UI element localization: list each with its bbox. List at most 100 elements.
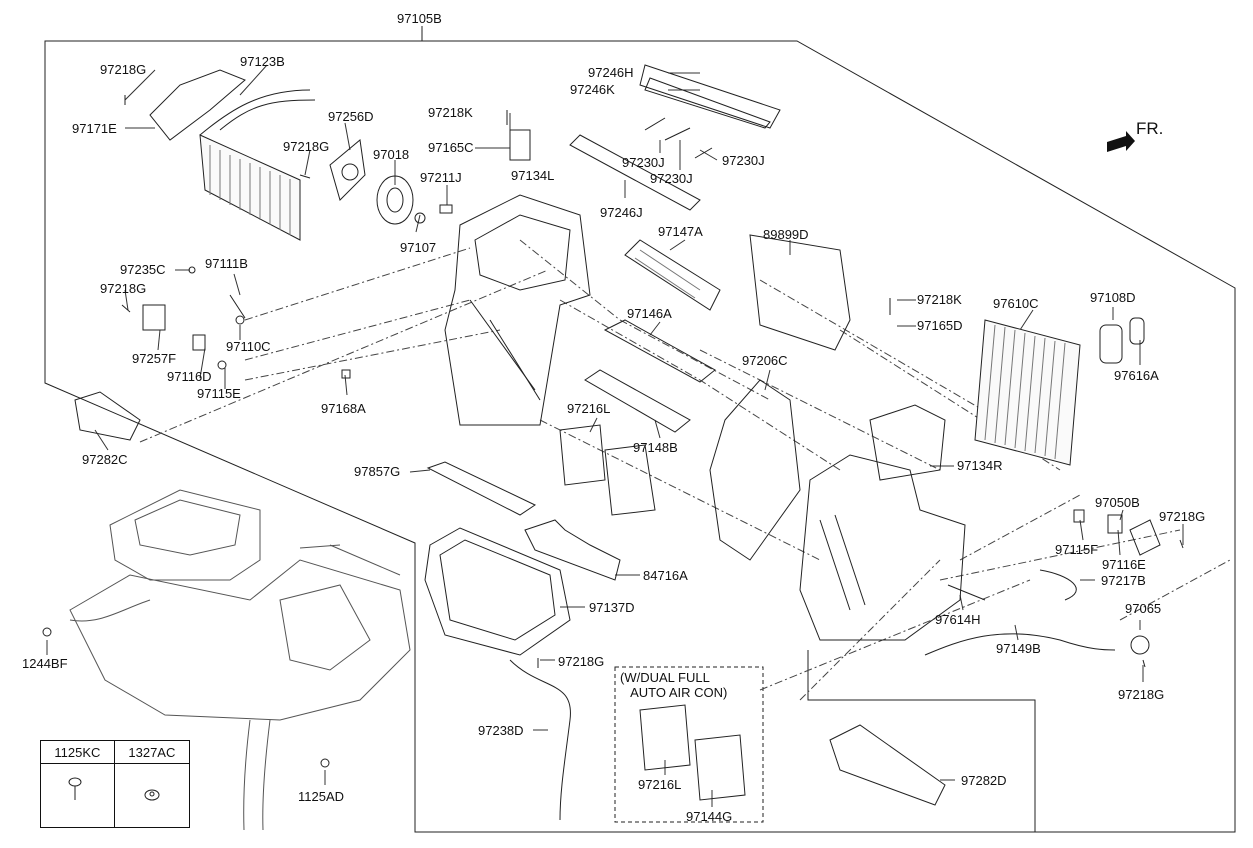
bolt-cell (40, 763, 115, 828)
part-label: 97146A (627, 306, 672, 321)
part-label: 97246H (588, 65, 634, 80)
door-shape-97147A (624, 239, 721, 311)
part-label: 97256D (328, 109, 374, 124)
part-97115F (1073, 509, 1085, 523)
hose-97149B (924, 633, 1116, 656)
part-97116D (192, 334, 206, 351)
blower-wheel-shape (376, 175, 414, 225)
part-label: 97116D (167, 369, 212, 384)
part-label: 97246J (600, 205, 643, 220)
part-label: 97218K (917, 292, 962, 307)
actuator-97050B (1129, 519, 1161, 556)
lever-97111B (229, 294, 246, 319)
part-label: 97614H (935, 612, 981, 627)
assembled-unit-shape (69, 489, 411, 831)
part-label: 97137D (589, 600, 635, 615)
fr-label: FR. (1136, 119, 1164, 138)
actuator-shape (329, 139, 366, 201)
part-label: 97230J (650, 171, 693, 186)
part-97116E (1107, 514, 1123, 534)
duct-97282C (74, 391, 141, 441)
part-label: 97257F (132, 351, 177, 366)
dual-aircon-note: (W/DUAL FULL AUTO AIR CON) (620, 670, 728, 700)
part-label: 97116E (1102, 557, 1146, 572)
duct-97282D (829, 724, 946, 806)
part-label: 97610C (993, 296, 1039, 311)
sensor-97614H (947, 584, 986, 601)
part-label: 97107 (400, 240, 437, 255)
part-label: 97134L (511, 168, 555, 183)
table-header-1125KC: 1125KC (40, 740, 115, 764)
part-label: 97148B (633, 440, 678, 455)
dual-aircon-note-box (614, 666, 764, 823)
part-label: 97218G (1159, 509, 1206, 524)
table-header-1327AC: 1327AC (113, 740, 191, 764)
part-label: 97165D (917, 318, 963, 333)
seal-shapes (569, 64, 781, 211)
part-label: 97246K (570, 82, 615, 97)
part-label: 97111B (205, 256, 248, 271)
part-label: 97217B (1101, 573, 1146, 588)
part-label: 97216L (638, 777, 682, 792)
part-label: 97206C (742, 353, 788, 368)
part-label: 97218G (283, 139, 330, 154)
part-label: 97123B (240, 54, 285, 69)
part-label: 97218G (558, 654, 605, 669)
part-label: 97282D (961, 773, 1007, 788)
plate-shape (709, 379, 801, 561)
part-label: 97050B (1095, 495, 1140, 510)
duct-97857G (426, 461, 537, 516)
part-label: 97115E (197, 386, 241, 401)
part-label: 84716A (643, 568, 688, 583)
part-label: 97144G (686, 809, 733, 824)
grille-shape-b (639, 704, 746, 801)
right-case-shape (799, 404, 966, 641)
insulator-84716A (524, 519, 621, 581)
fr-arrow-icon (1107, 131, 1135, 152)
part-label: 97218G (100, 62, 147, 77)
part-label: 97165C (428, 140, 474, 155)
hose-97217B (1039, 569, 1077, 601)
part-label: 89899D (763, 227, 809, 242)
left-case-shape (444, 129, 591, 426)
part-label: 97110C (226, 339, 271, 354)
heater-core-shape (149, 69, 316, 241)
door-shape-97148B (584, 369, 691, 433)
part-label: 97065 (1125, 601, 1162, 616)
part-label: 1125AD (298, 789, 345, 804)
part-label: 97168A (321, 401, 366, 416)
part-label: 97238D (478, 723, 524, 738)
part-label: 97616A (1114, 368, 1159, 383)
part-label: 97230J (622, 155, 665, 170)
part-label: 1244BF (22, 656, 68, 671)
evaporator-shape (974, 319, 1081, 466)
seal-97108D (1099, 324, 1123, 364)
bolt-1244BF (42, 627, 52, 637)
drain-hose-shape (509, 659, 571, 821)
clip-97168A (341, 369, 351, 379)
part-label: 97218G (100, 281, 147, 296)
part-label: 97282C (82, 452, 128, 467)
assembly-boundary-right (422, 40, 1236, 833)
part-label: 97171E (72, 121, 117, 136)
part-label: 97235C (120, 262, 166, 277)
door-shape-97146A (603, 319, 716, 383)
bolt-1125AD (320, 758, 330, 768)
part-label: 97218G (1118, 687, 1165, 702)
part-97235C (188, 266, 196, 274)
part-label: 97211J (420, 170, 462, 185)
assembly-label: 97105B (397, 11, 442, 26)
part-97110C (235, 315, 245, 325)
part-label: 97134R (957, 458, 1003, 473)
part-97115E (217, 360, 227, 370)
part-label: 97216L (567, 401, 611, 416)
fastener-parts-table: 1125KC 1327AC (40, 740, 191, 828)
part-label: 97108D (1090, 290, 1136, 305)
actuator-97257F (142, 304, 166, 331)
valve-97065 (1130, 635, 1150, 655)
lower-case-shape (424, 527, 571, 656)
part-label: 97230J (722, 153, 765, 168)
grille-shape-a (559, 424, 656, 516)
